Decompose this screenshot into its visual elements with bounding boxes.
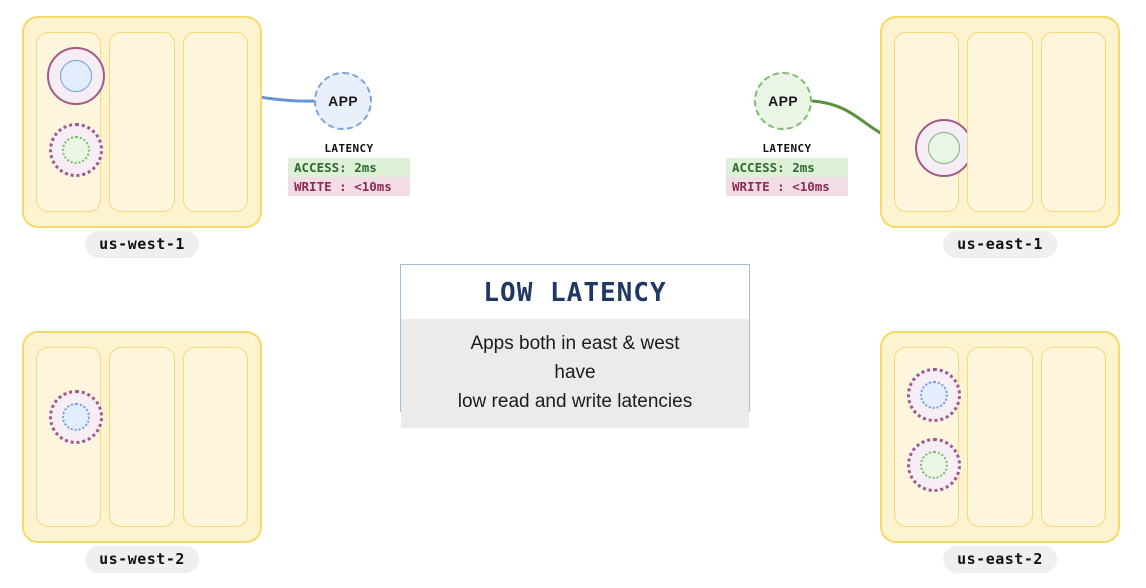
latency-write-row: WRITE : <10ms	[726, 177, 848, 196]
info-card-line-1: Apps both in east & west	[470, 333, 680, 354]
info-card-title: LOW LATENCY	[401, 265, 749, 319]
region-us-east-2[interactable]	[880, 331, 1120, 543]
db-node-core	[62, 403, 90, 431]
latency-east: LATENCY ACCESS: 2ms WRITE : <10ms	[726, 142, 848, 196]
info-card-body: Apps both in east & west have low read a…	[401, 319, 749, 428]
availability-zone	[182, 32, 248, 212]
availability-zone	[967, 32, 1033, 212]
db-node-core	[928, 132, 960, 164]
db-node-core	[60, 60, 92, 92]
db-node-replica-primary[interactable]	[47, 47, 105, 105]
info-card-low-latency: LOW LATENCY Apps both in east & west hav…	[400, 264, 750, 428]
app-node-label: APP	[328, 93, 358, 109]
db-node-replica-secondary[interactable]	[49, 390, 103, 444]
latency-caption: LATENCY	[324, 142, 374, 155]
latency-access-row: ACCESS: 2ms	[288, 158, 410, 177]
region-us-west-1[interactable]	[22, 16, 262, 228]
availability-zone	[109, 347, 175, 527]
latency-access-row: ACCESS: 2ms	[726, 158, 848, 177]
availability-zone	[894, 32, 973, 212]
availability-zone	[1040, 32, 1106, 212]
info-card-line-3: low read and write latencies	[457, 391, 693, 412]
app-node-west[interactable]: APP	[314, 72, 372, 130]
info-card-line-2: have	[554, 362, 596, 383]
availability-zone	[967, 347, 1033, 527]
availability-zone	[109, 32, 175, 212]
db-node-replica-secondary[interactable]	[907, 368, 961, 422]
latency-west: LATENCY ACCESS: 2ms WRITE : <10ms	[288, 142, 410, 196]
region-label-us-west-2: us-west-2	[85, 546, 199, 573]
db-node-core	[62, 136, 90, 164]
db-node-replica-secondary[interactable]	[907, 438, 961, 492]
availability-zone	[1040, 347, 1106, 527]
availability-zone	[36, 32, 105, 212]
region-us-west-2[interactable]	[22, 331, 262, 543]
latency-caption: LATENCY	[762, 142, 812, 155]
region-label-us-east-2: us-east-2	[943, 546, 1057, 573]
app-node-label: APP	[768, 93, 798, 109]
availability-zone	[182, 347, 248, 527]
db-node-core	[920, 451, 948, 479]
latency-write-row: WRITE : <10ms	[288, 177, 410, 196]
region-us-east-1[interactable]	[880, 16, 1120, 228]
region-label-us-west-1: us-west-1	[85, 231, 199, 258]
db-node-replica-secondary[interactable]	[49, 123, 103, 177]
availability-zone	[36, 347, 103, 527]
app-node-east[interactable]: APP	[754, 72, 812, 130]
availability-zone	[894, 347, 961, 527]
region-label-us-east-1: us-east-1	[943, 231, 1057, 258]
db-node-replica-primary[interactable]	[915, 119, 973, 177]
db-node-core	[920, 381, 948, 409]
